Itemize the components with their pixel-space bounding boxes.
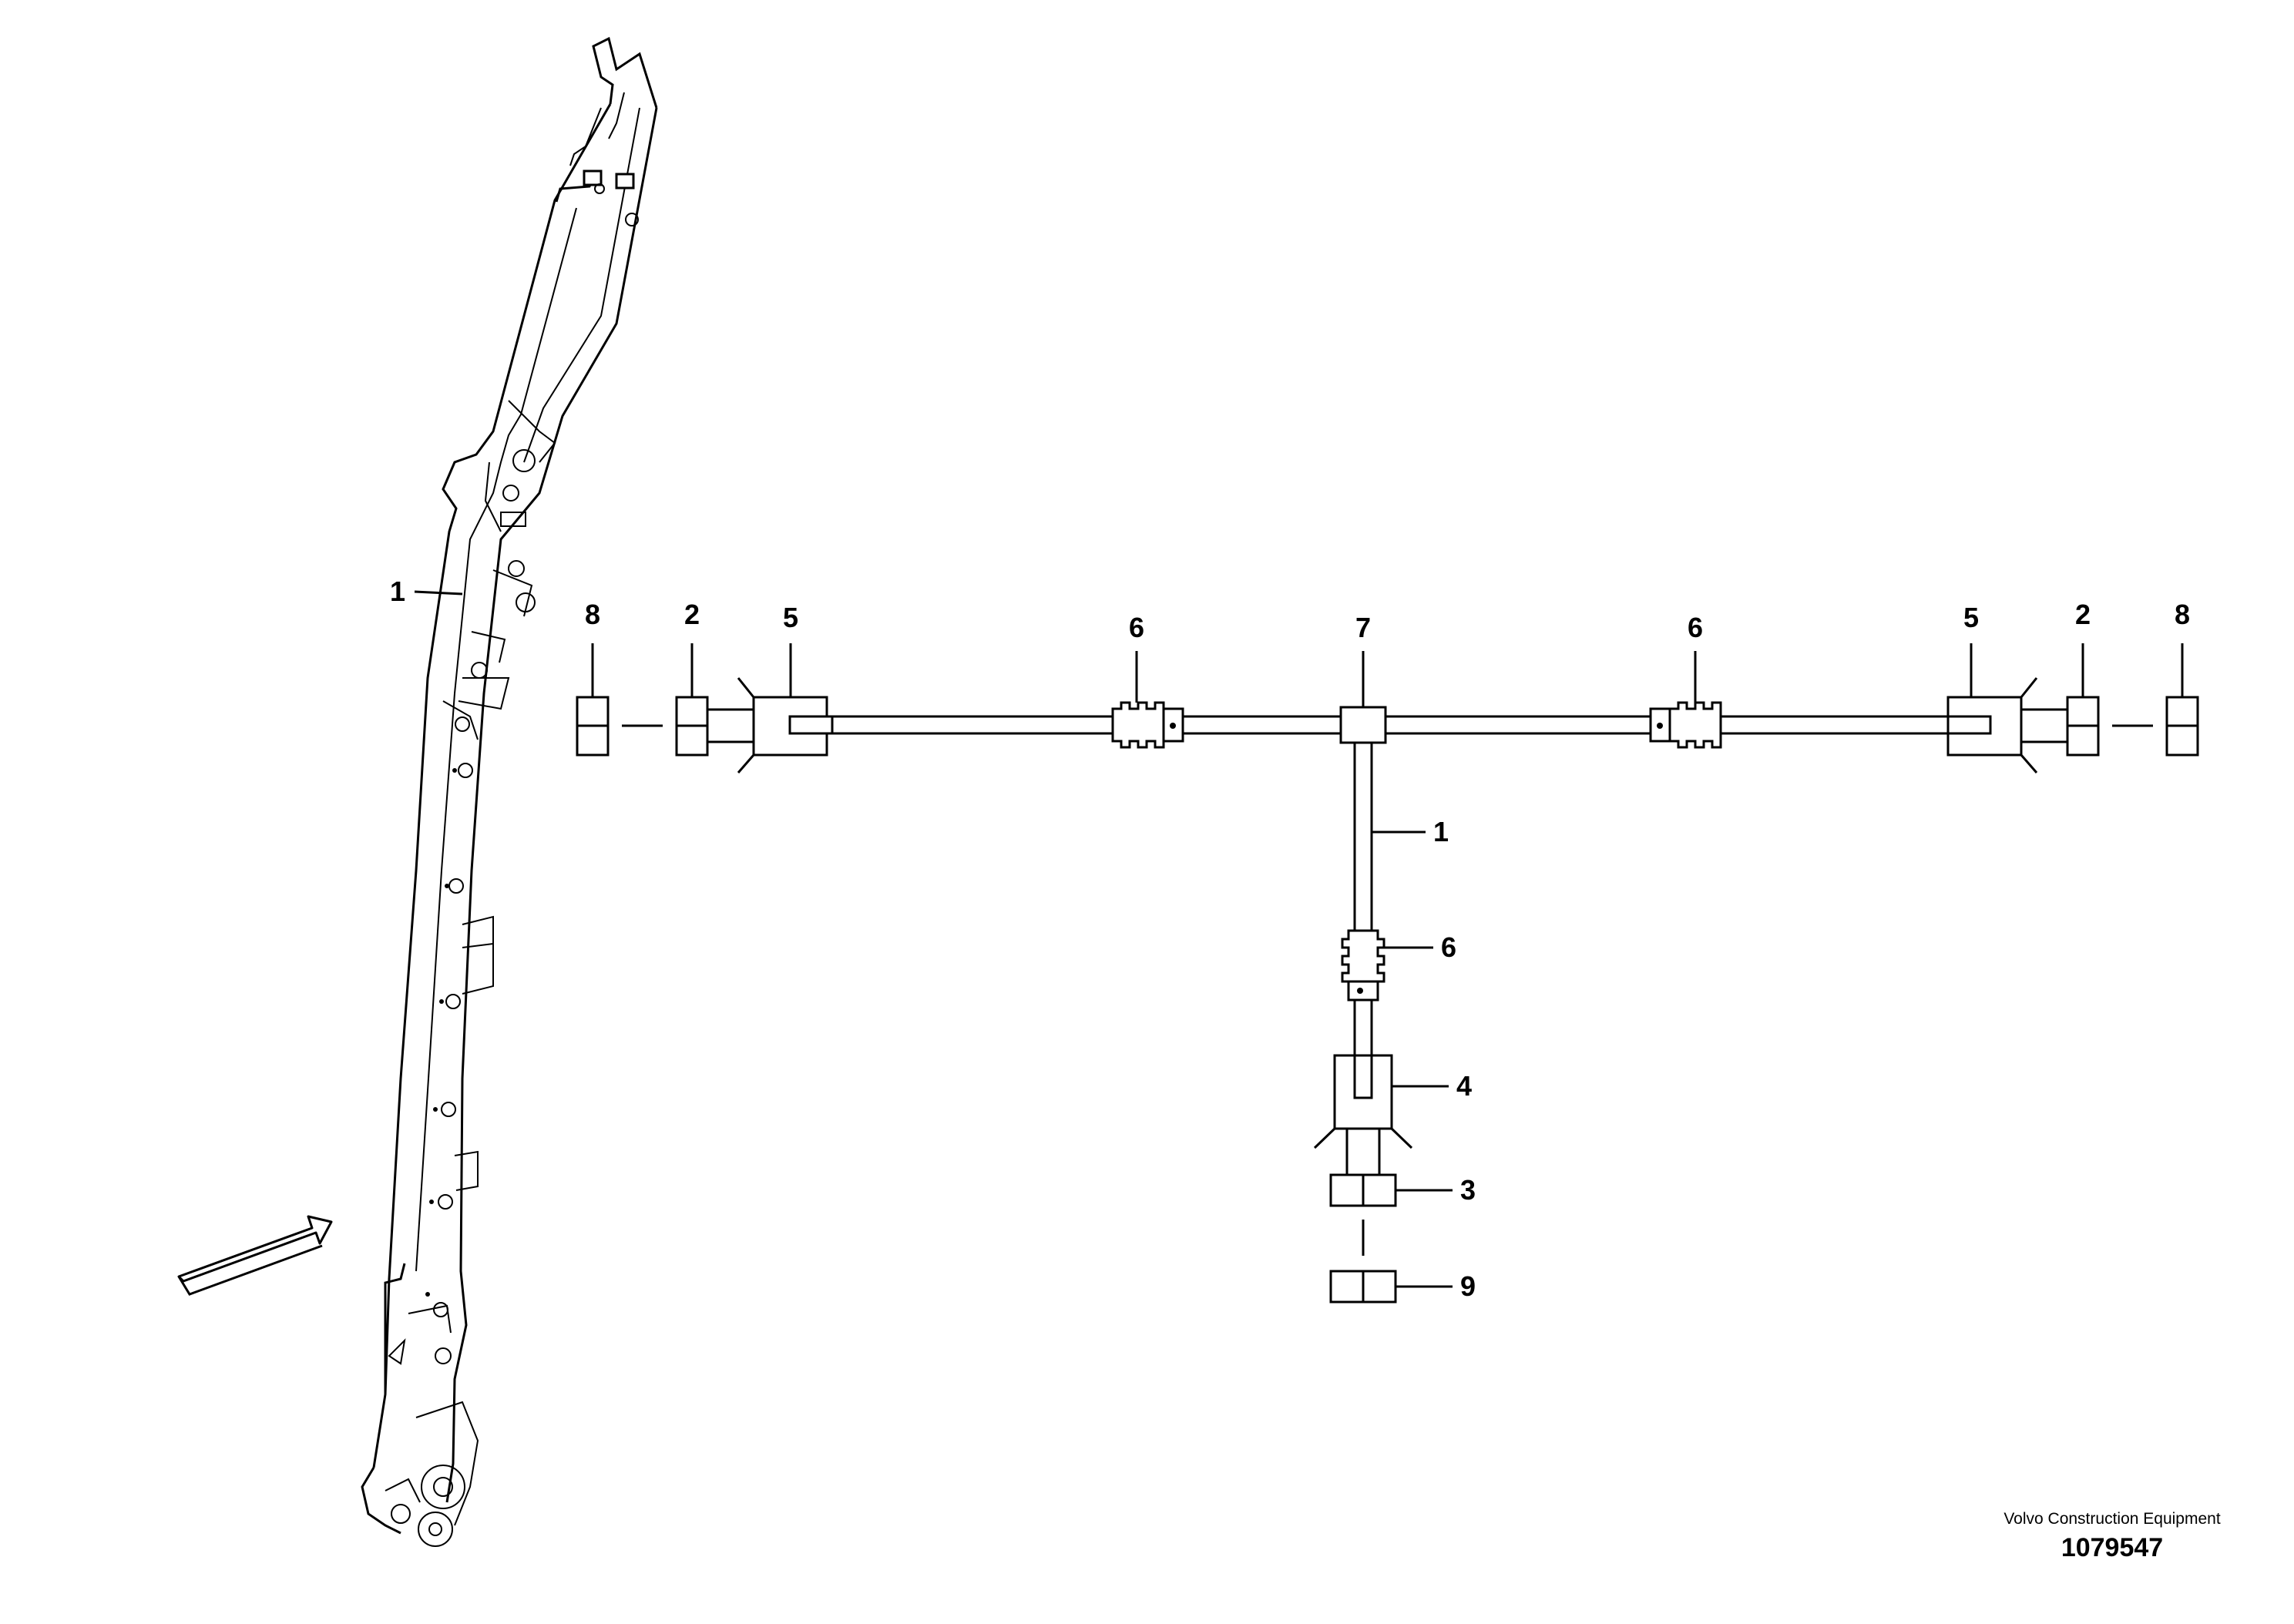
callout-4: 4 <box>1456 1070 1472 1102</box>
callout-7: 7 <box>1355 612 1371 643</box>
callout-9: 9 <box>1460 1270 1476 1302</box>
callout-3: 3 <box>1460 1174 1476 1206</box>
part-6-vertical <box>1341 929 1385 1002</box>
callout-5-left: 5 <box>783 602 798 633</box>
callout-6-right: 6 <box>1688 612 1703 643</box>
callout-6-left: 6 <box>1129 612 1144 643</box>
document-number: 1079547 <box>2061 1533 2164 1562</box>
callout-8-left: 8 <box>585 599 600 630</box>
hose-schematic <box>576 677 2199 1304</box>
view-direction-arrow <box>177 1215 333 1283</box>
callout-2-right: 2 <box>2075 599 2091 630</box>
excavator-arm-illustration <box>361 36 658 1547</box>
part-6-right <box>1649 701 1722 749</box>
callout-2-left: 2 <box>684 599 700 630</box>
callout-1-hose: 1 <box>1433 816 1449 847</box>
part-7-tee <box>1339 706 1387 744</box>
company-name: Volvo Construction Equipment <box>2003 1510 2221 1528</box>
publisher-credit: Volvo Construction Equipment 1079547 <box>1997 1510 2228 1563</box>
part-6-left <box>1111 701 1184 749</box>
callout-5-right: 5 <box>1963 602 1979 633</box>
callout-leaders <box>591 643 2184 1288</box>
callout-1-arm: 1 <box>390 575 405 607</box>
callout-8-right: 8 <box>2175 599 2190 630</box>
callout-6-vertical: 6 <box>1441 931 1456 963</box>
